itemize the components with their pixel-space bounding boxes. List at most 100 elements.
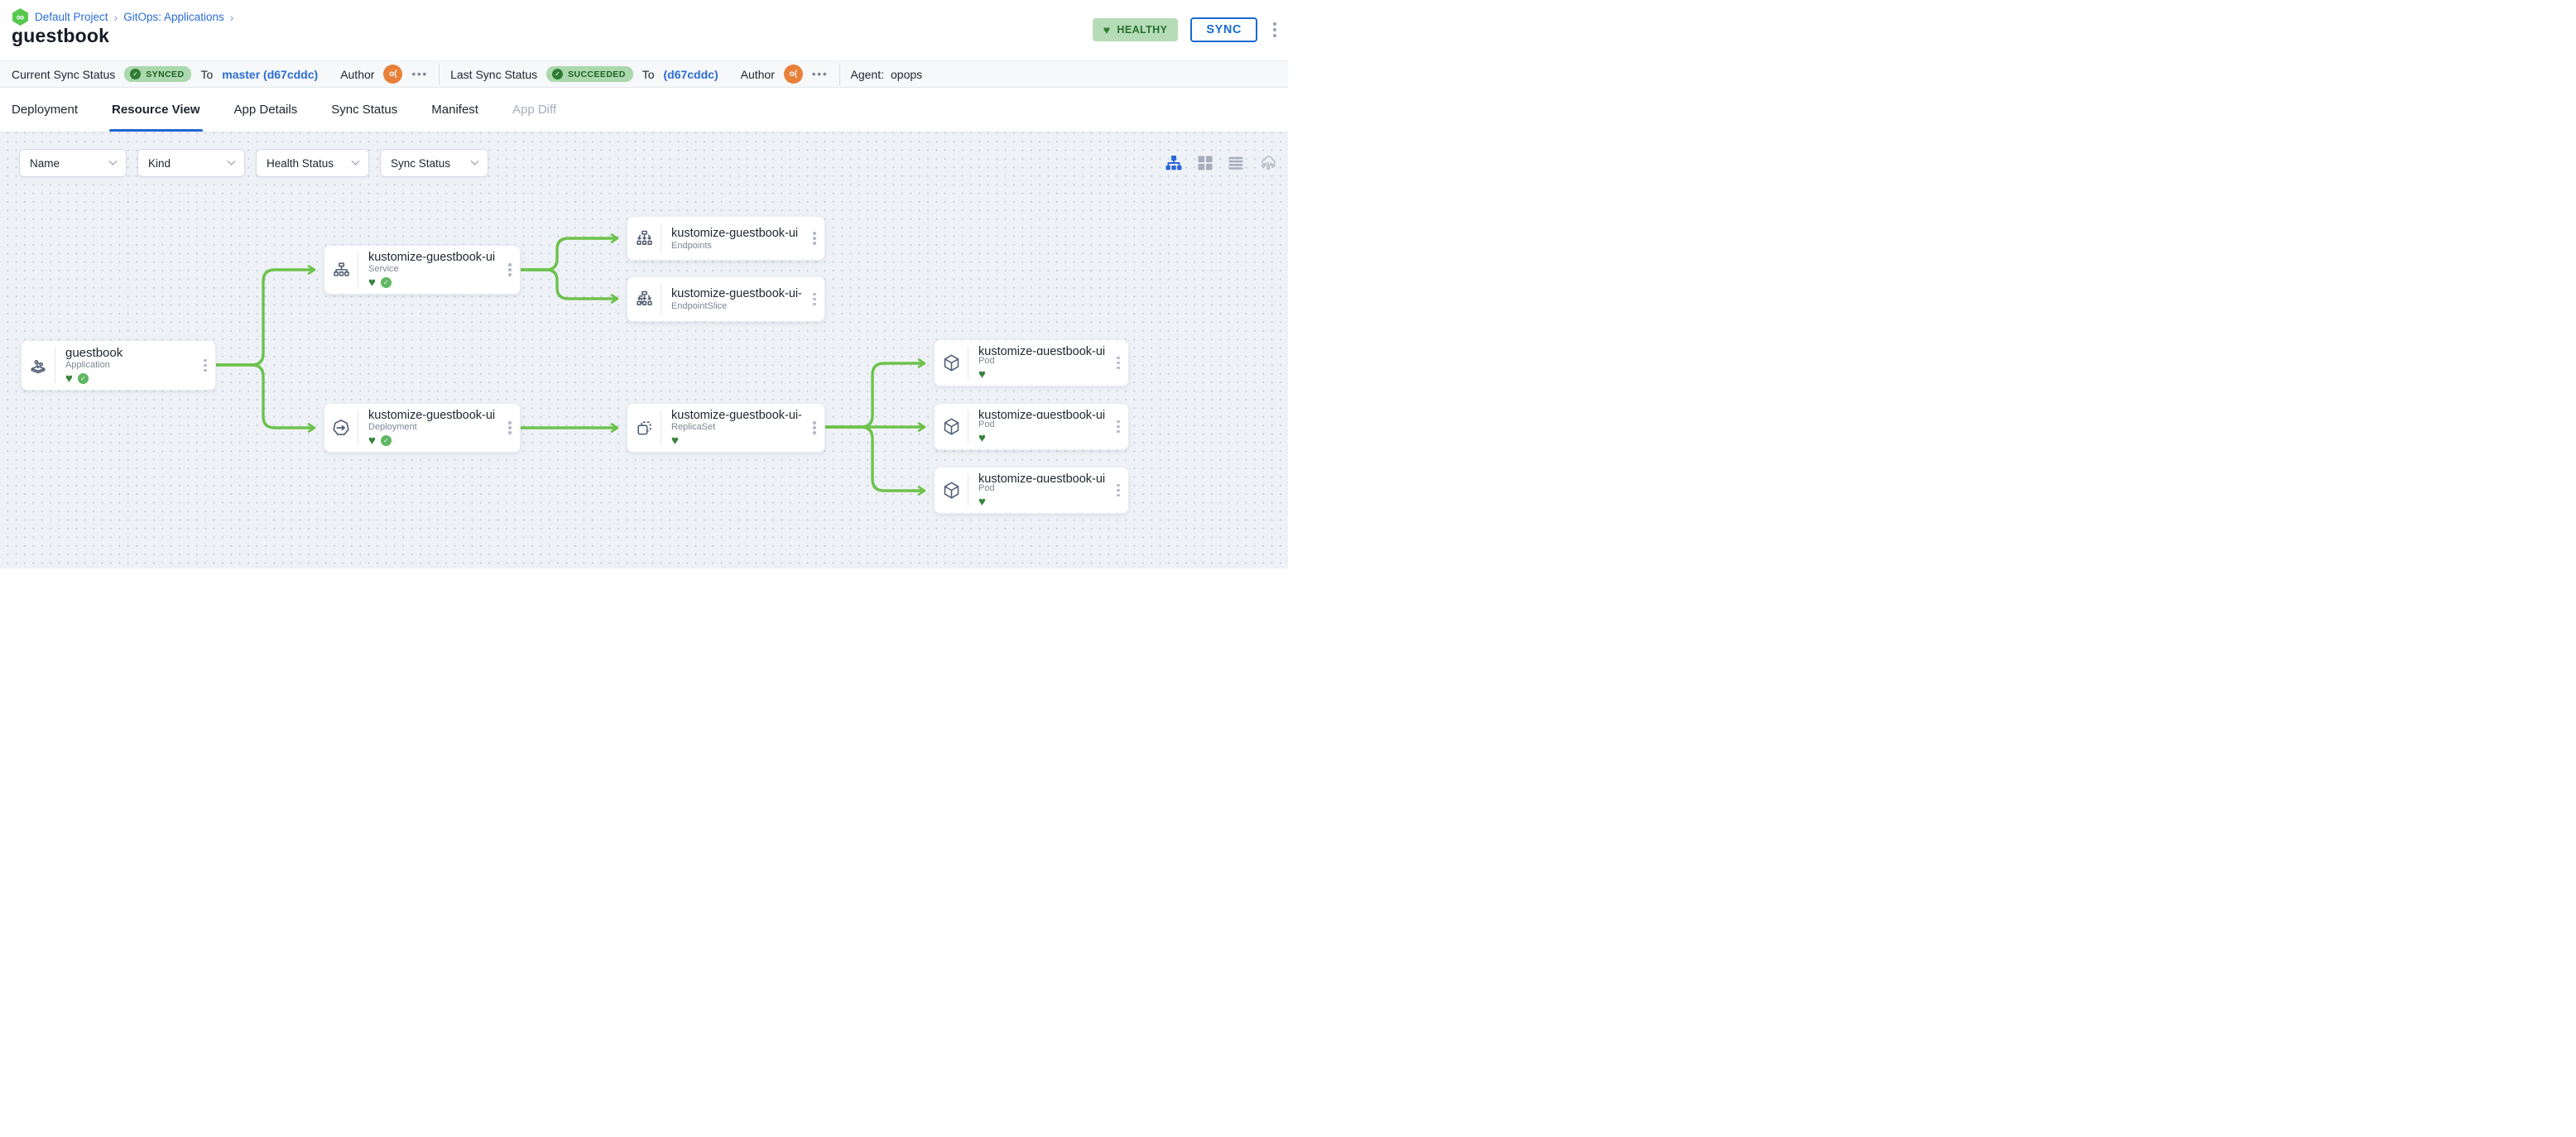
cloud-view-icon[interactable] bbox=[1259, 154, 1277, 171]
chevron-down-icon bbox=[351, 156, 360, 166]
healthy-heart-icon: ♥ bbox=[368, 276, 376, 290]
filter-sync-status-dropdown[interactable]: Sync Status bbox=[380, 149, 488, 177]
agent-label: Agent: bbox=[850, 67, 884, 81]
tab-app-details[interactable]: App Details bbox=[233, 103, 298, 117]
node-pod-3[interactable]: kustomize-guestbook-ui-... Pod ♥ bbox=[934, 467, 1129, 514]
node-deployment-kustomize-guestbook-ui[interactable]: kustomize-guestbook-ui Deployment ♥ ✓ bbox=[324, 403, 521, 453]
service-icon bbox=[324, 246, 358, 294]
heart-icon: ♥ bbox=[1103, 23, 1111, 36]
last-sync-target-link[interactable]: (d67cddc) bbox=[663, 67, 718, 81]
node-menu-button[interactable] bbox=[805, 404, 824, 452]
author-avatar[interactable]: o( bbox=[383, 65, 403, 84]
commit-more-button[interactable]: ••• bbox=[811, 68, 829, 80]
check-circle-icon: ✓ bbox=[552, 69, 564, 79]
tab-resource-view[interactable]: Resource View bbox=[109, 88, 203, 132]
node-menu-button[interactable] bbox=[805, 217, 824, 260]
filter-name-label: Name bbox=[30, 156, 60, 170]
tab-deployment[interactable]: Deployment bbox=[12, 103, 79, 117]
node-menu-button[interactable] bbox=[500, 246, 520, 294]
chevron-down-icon bbox=[470, 156, 479, 166]
tab-manifest[interactable]: Manifest bbox=[431, 103, 478, 117]
node-title: kustomize-guestbook-ui-... bbox=[671, 409, 801, 421]
agent-group: Agent: opops bbox=[851, 68, 923, 81]
node-menu-button[interactable] bbox=[500, 404, 520, 452]
pod-icon bbox=[935, 340, 968, 386]
to-label: To bbox=[200, 67, 214, 81]
node-kind: Endpoints bbox=[671, 240, 712, 251]
healthy-heart-icon: ♥ bbox=[671, 434, 679, 448]
gitops-logo-icon: ∞ bbox=[12, 8, 28, 26]
node-kind: Deployment bbox=[368, 422, 417, 432]
node-title: kustomize-guestbook-ui bbox=[671, 226, 799, 240]
node-kind: Application bbox=[65, 360, 110, 370]
divider bbox=[839, 63, 840, 85]
node-title: kustomize-guestbook-ui-... bbox=[671, 287, 801, 300]
synced-badge: ✓ SYNCED bbox=[124, 66, 192, 82]
healthy-heart-icon: ♥ bbox=[65, 372, 73, 386]
filter-health-status-dropdown[interactable]: Health Status bbox=[256, 149, 369, 177]
endpoints-icon bbox=[627, 217, 661, 260]
tab-bar: Deployment Resource View App Details Syn… bbox=[0, 88, 1288, 132]
healthy-heart-icon: ♥ bbox=[978, 431, 986, 445]
breadcrumb-separator-icon: › bbox=[229, 10, 234, 24]
commit-more-button[interactable]: ••• bbox=[411, 68, 429, 80]
last-sync-group: Last Sync Status ✓ SUCCEEDED To (d67cddc… bbox=[450, 65, 828, 84]
header-actions: ♥ HEALTHY SYNC bbox=[1092, 17, 1280, 42]
check-circle-icon: ✓ bbox=[130, 69, 142, 79]
node-menu-button[interactable] bbox=[805, 277, 824, 321]
current-sync-target-link[interactable]: master (d67cddc) bbox=[222, 67, 319, 81]
node-title: kustomize-guestbook-ui bbox=[368, 251, 496, 263]
node-endpoints-kustomize-guestbook-ui[interactable]: kustomize-guestbook-ui Endpoints bbox=[627, 216, 825, 261]
synced-badge-label: SYNCED bbox=[146, 69, 185, 79]
filter-kind-label: Kind bbox=[148, 156, 171, 170]
breadcrumb-project-link[interactable]: Default Project bbox=[35, 11, 108, 23]
node-title: kustomize-guestbook-ui-... bbox=[978, 345, 1105, 355]
node-kind: Service bbox=[368, 264, 399, 274]
breadcrumb-section-link[interactable]: GitOps: Applications bbox=[123, 11, 224, 23]
sync-status-bar: Current Sync Status ✓ SYNCED To master (… bbox=[0, 60, 1288, 88]
current-sync-group: Current Sync Status ✓ SYNCED To master (… bbox=[12, 65, 428, 84]
node-replicaset-kustomize-guestbook-ui[interactable]: kustomize-guestbook-ui-... ReplicaSet ♥ bbox=[627, 403, 825, 453]
list-view-icon[interactable] bbox=[1228, 156, 1243, 170]
page-title: guestbook bbox=[12, 25, 110, 46]
app-menu-button[interactable] bbox=[1270, 20, 1280, 40]
node-menu-button[interactable] bbox=[1108, 404, 1128, 449]
resource-graph-canvas[interactable]: Name Kind Health Status Sync Status bbox=[0, 132, 1288, 568]
chevron-down-icon bbox=[108, 156, 118, 166]
node-pod-2[interactable]: kustomize-guestbook-ui-... Pod ♥ bbox=[934, 403, 1129, 450]
succeeded-badge: ✓ SUCCEEDED bbox=[546, 66, 633, 82]
node-kind: Pod bbox=[978, 356, 995, 366]
replicaset-icon bbox=[627, 404, 661, 452]
node-service-kustomize-guestbook-ui[interactable]: kustomize-guestbook-ui Service ♥ ✓ bbox=[324, 245, 521, 295]
chevron-down-icon bbox=[227, 156, 236, 166]
breadcrumb: ∞ Default Project › GitOps: Applications… bbox=[12, 8, 233, 26]
application-icon bbox=[22, 341, 55, 390]
node-menu-button[interactable] bbox=[195, 341, 215, 390]
filter-health-status-label: Health Status bbox=[267, 156, 334, 170]
sync-button[interactable]: SYNC bbox=[1190, 17, 1257, 42]
tab-sync-status[interactable]: Sync Status bbox=[331, 103, 398, 117]
node-kind: EndpointSlice bbox=[671, 301, 728, 311]
node-application-guestbook[interactable]: guestbook Application ♥ ✓ bbox=[21, 340, 216, 391]
filter-bar: Name Kind Health Status Sync Status bbox=[19, 149, 488, 177]
synced-check-icon: ✓ bbox=[77, 373, 89, 384]
health-status-badge: ♥ HEALTHY bbox=[1092, 18, 1179, 41]
author-avatar[interactable]: o( bbox=[783, 65, 803, 84]
node-endpointslice-kustomize-guestbook-ui[interactable]: kustomize-guestbook-ui-... EndpointSlice bbox=[627, 276, 825, 322]
grid-view-icon[interactable] bbox=[1198, 156, 1213, 170]
tree-view-icon[interactable] bbox=[1165, 155, 1182, 171]
gitops-application-page: ∞ Default Project › GitOps: Applications… bbox=[0, 0, 1288, 568]
filter-name-dropdown[interactable]: Name bbox=[19, 149, 127, 177]
tab-app-diff: App Diff bbox=[512, 103, 557, 117]
node-menu-button[interactable] bbox=[1108, 340, 1128, 386]
filter-kind-dropdown[interactable]: Kind bbox=[137, 149, 245, 177]
health-status-label: HEALTHY bbox=[1117, 24, 1168, 36]
node-pod-1[interactable]: kustomize-guestbook-ui-... Pod ♥ bbox=[934, 339, 1129, 386]
pod-icon bbox=[935, 404, 968, 449]
last-sync-label: Last Sync Status bbox=[450, 67, 538, 81]
active-tab-underline bbox=[109, 129, 203, 132]
succeeded-badge-label: SUCCEEDED bbox=[568, 69, 626, 79]
synced-check-icon: ✓ bbox=[380, 277, 392, 288]
node-menu-button[interactable] bbox=[1108, 468, 1128, 513]
deployment-icon bbox=[324, 404, 358, 452]
